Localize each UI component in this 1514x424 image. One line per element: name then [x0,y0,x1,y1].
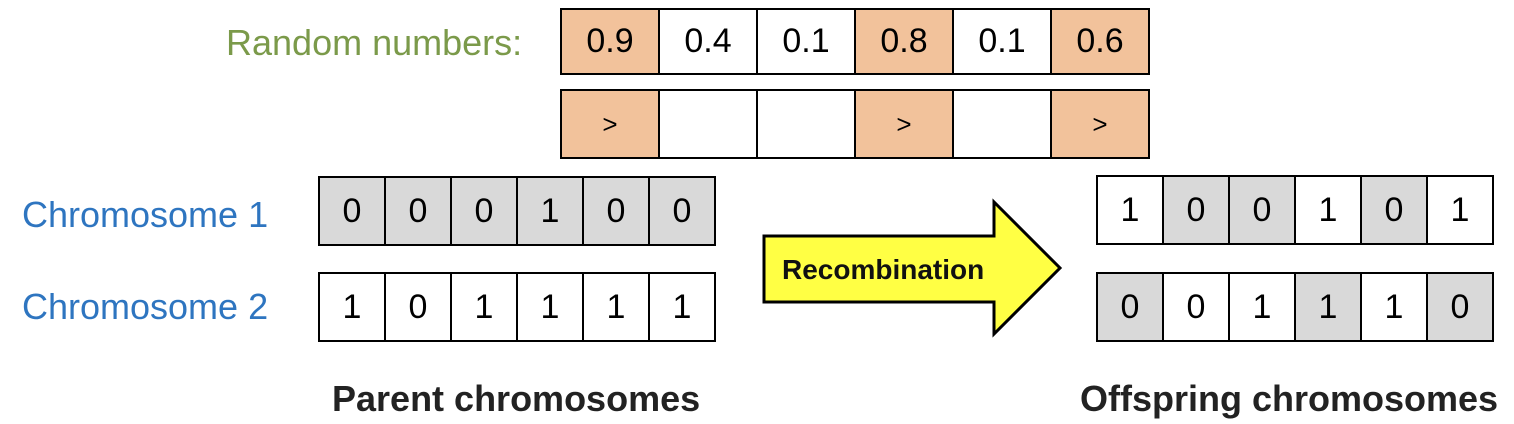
gene-cell: 0 [648,176,716,246]
gene-cell: 0 [450,176,518,246]
gene-cell: 0 [384,176,452,246]
comparison-row: > > > [560,89,1150,159]
random-numbers-row: 0.9 0.4 0.1 0.8 0.1 0.6 [560,8,1150,75]
offspring-chromosomes-caption: Offspring chromosomes [1080,378,1499,419]
gene-cell: 1 [450,272,518,342]
gene-cell: 1 [582,272,650,342]
gene-cell: 1 [516,176,584,246]
parent-chromosomes-caption: Parent chromosomes [332,378,701,419]
gene-cell: 0 [582,176,650,246]
random-number-cell: 0.9 [560,8,660,75]
gene-cell: 0 [1096,272,1164,342]
gene-cell: 1 [1294,175,1362,245]
gene-cell: 1 [1360,272,1428,342]
gene-cell: 0 [1360,175,1428,245]
gene-cell: 1 [1426,175,1494,245]
random-number-cell: 0.4 [658,8,758,75]
comparison-cell [952,89,1052,159]
offspring-chromosome-2: 0 0 1 1 1 0 [1096,272,1494,342]
parent-chromosome-1: 0 0 0 1 0 0 [318,176,716,246]
gene-cell: 0 [1162,175,1230,245]
comparison-cell: > [560,89,660,159]
recombination-label: Recombination [782,254,985,285]
random-numbers-label: Random numbers: [226,22,523,63]
parent-chromosome-2: 1 0 1 1 1 1 [318,272,716,342]
offspring-chromosome-1: 1 0 0 1 0 1 [1096,175,1494,245]
gene-cell: 0 [1426,272,1494,342]
recombination-arrow-icon [762,198,1063,338]
comparison-cell [658,89,758,159]
gene-cell: 1 [1228,272,1296,342]
gene-cell: 1 [1294,272,1362,342]
random-number-cell: 0.1 [756,8,856,75]
chromosome-2-label: Chromosome 2 [22,286,269,327]
comparison-cell: > [1050,89,1150,159]
gene-cell: 1 [648,272,716,342]
random-number-cell: 0.8 [854,8,954,75]
gene-cell: 1 [516,272,584,342]
gene-cell: 0 [1228,175,1296,245]
comparison-cell: > [854,89,954,159]
random-number-cell: 0.6 [1050,8,1150,75]
gene-cell: 0 [1162,272,1230,342]
random-number-cell: 0.1 [952,8,1052,75]
gene-cell: 1 [1096,175,1164,245]
chromosome-1-label: Chromosome 1 [22,194,269,235]
gene-cell: 1 [318,272,386,342]
gene-cell: 0 [318,176,386,246]
comparison-cell [756,89,856,159]
gene-cell: 0 [384,272,452,342]
